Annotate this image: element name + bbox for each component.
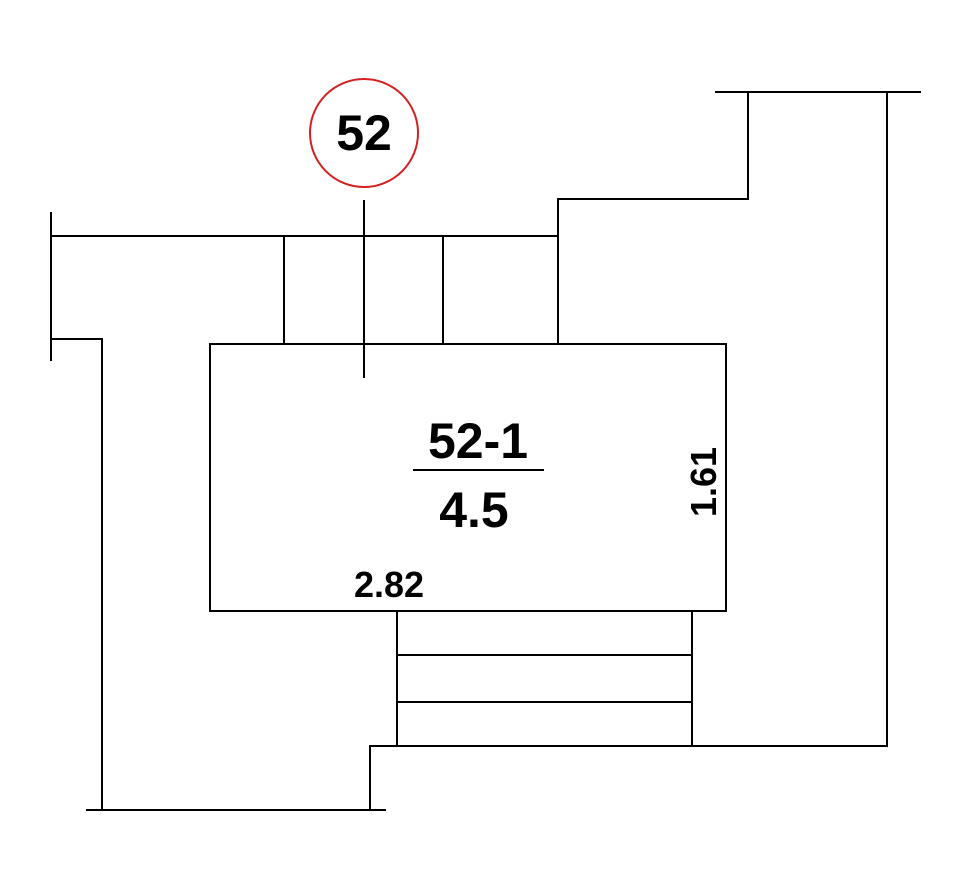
- room-area: 4.5: [439, 482, 509, 538]
- marker-circle: [309, 78, 419, 188]
- room-52-1: 52-1 4.5 2.82 1.61: [209, 343, 727, 612]
- room-outline: [209, 343, 727, 612]
- room-width-dimension: 2.82: [354, 564, 424, 605]
- section-marker: 52: [309, 78, 419, 378]
- room-depth-dimension: 1.61: [683, 447, 724, 517]
- plan-outline: [50, 91, 921, 811]
- stairs: [396, 610, 693, 747]
- room-id: 52-1: [428, 413, 528, 469]
- marker-label: 52: [336, 105, 392, 161]
